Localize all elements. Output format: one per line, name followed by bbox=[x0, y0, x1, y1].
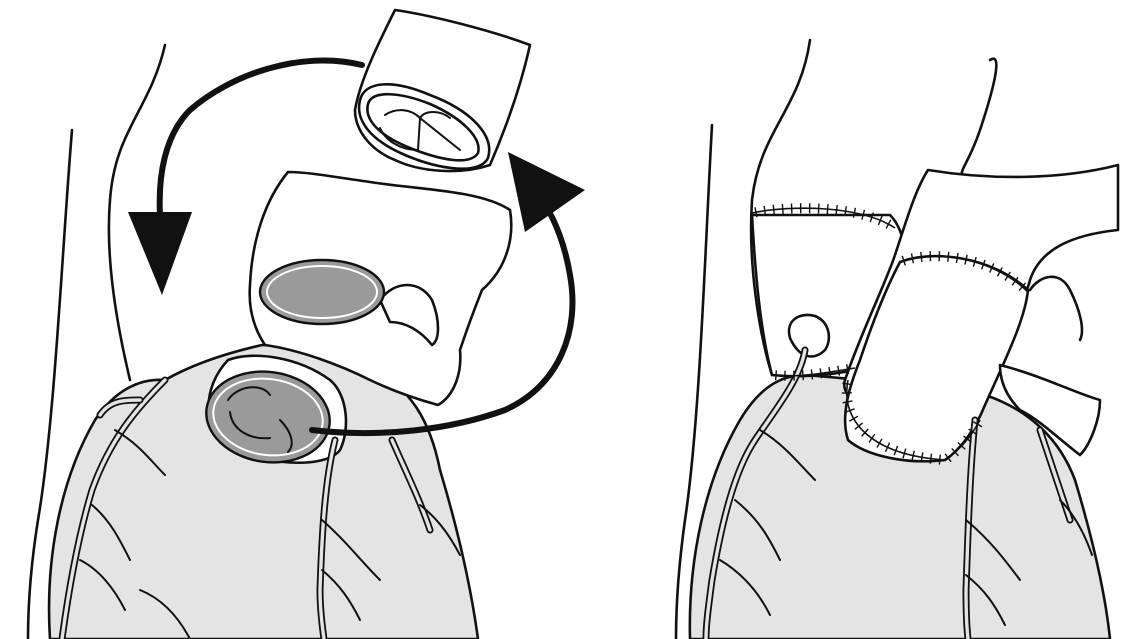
right-atrium-edge bbox=[1030, 277, 1082, 340]
suture-stitch bbox=[939, 455, 940, 465]
right-top-curve bbox=[962, 59, 997, 175]
suture-stitch bbox=[836, 205, 837, 215]
suture-stitch bbox=[818, 204, 819, 214]
suture-stitch bbox=[803, 370, 804, 380]
curved-arrow-up-head bbox=[508, 152, 585, 232]
suture-stitch bbox=[827, 204, 828, 214]
right-panel bbox=[676, 40, 1118, 639]
suture-stitch bbox=[773, 205, 774, 215]
left-panel bbox=[28, 10, 585, 639]
left-upper-ostium bbox=[260, 260, 384, 324]
suture-stitch bbox=[948, 252, 949, 262]
suture-stitch bbox=[782, 204, 783, 214]
suture-stitch bbox=[776, 370, 777, 380]
curved-arrow-down-head bbox=[128, 212, 192, 295]
